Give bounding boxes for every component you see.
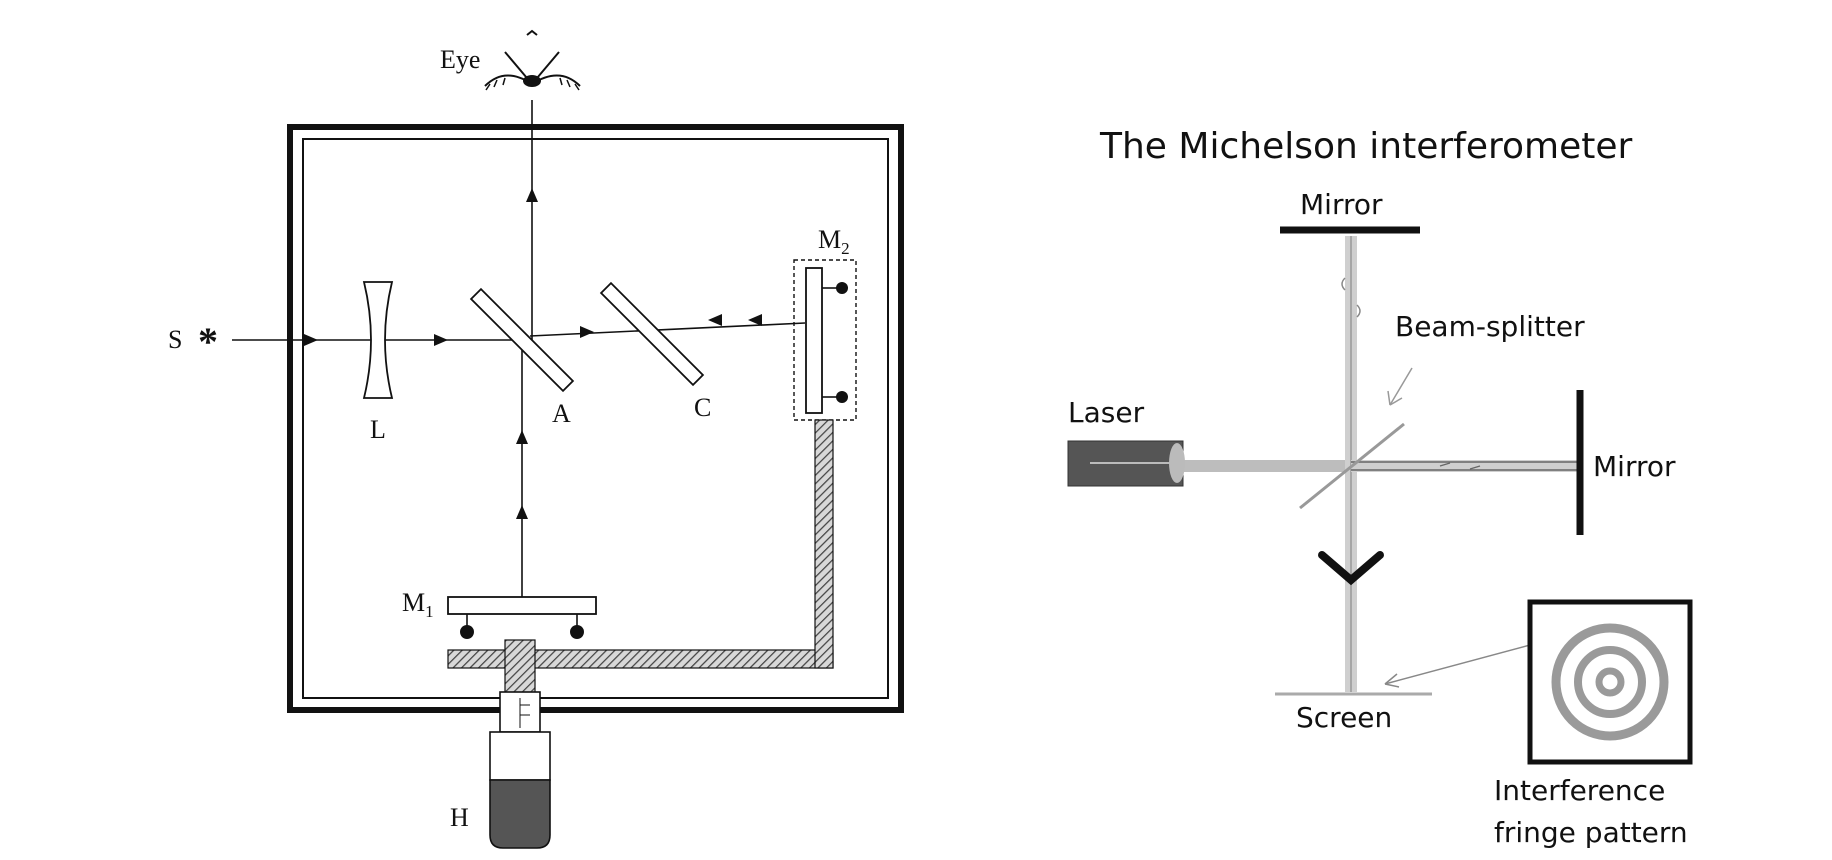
fringe-pointer-line [1384,644,1531,685]
compensator-plate-C [599,281,705,387]
laser-aperture [1169,443,1185,483]
screen-label: Screen [1296,701,1392,734]
mirror-m2-screw-bottom [836,391,848,403]
beam-splitter-label: Beam-splitter [1395,310,1585,343]
mirror-m2 [805,267,823,414]
left-interferometer-diagram: Eye S * L A C [168,29,904,849]
screw-carriage [504,639,536,696]
fringe-ring-middle [1574,646,1646,718]
eye-label: Eye [440,45,480,74]
horizontal-beam-right [529,322,806,337]
arrow-right-3 [580,326,594,338]
mirror-m1-screw-right [570,625,584,639]
mirror-m1 [447,596,597,615]
arrow-left-2 [748,314,762,326]
micrometer-thimble [489,731,551,781]
arrow-right-2 [434,334,448,346]
source-label: S [168,325,182,354]
beam-to-right-mirror [1351,460,1579,472]
enclosure-inner [302,138,889,699]
arrow-right-1 [304,334,318,346]
mirror-m2-screw-top [836,282,848,294]
top-mirror-label: Mirror [1300,188,1383,221]
handle-label: H [450,803,469,832]
beam-splitter-mirror [1299,422,1405,510]
arrow-up-3 [516,505,528,519]
beam-splitter-plate-A [469,287,575,393]
right-mirror-label: Mirror [1593,450,1676,483]
fringe-ring-inner [1595,667,1625,697]
enclosure-outer [287,124,904,713]
laser-beam-horizontal [1183,460,1345,472]
fringe-ring-outer [1551,623,1669,741]
splitter-label: A [552,399,571,428]
right-diagram-title: The Michelson interferometer [1099,126,1632,167]
mirror-m1-screw-left [460,625,474,639]
eye-icon [484,29,581,91]
arrow-up-2 [516,430,528,444]
support-rail-vertical [814,419,834,669]
source-star-icon: * [198,319,218,364]
arrow-up-1 [526,188,538,202]
laser-label: Laser [1068,396,1145,429]
right-interferometer-diagram: The Michelson interferometer Mirror Beam… [1067,126,1693,849]
mirror-m1-label: M1 [402,588,434,621]
handle-knob [489,779,551,849]
beam-splitter-pointer [1389,367,1413,406]
fringe-label-line2: fringe pattern [1494,816,1688,849]
compensator-label: C [694,393,711,422]
chevron-down-icon [1318,551,1384,586]
fringe-label-line1: Interference [1494,774,1665,807]
arrow-left-1 [708,314,722,326]
mirror-m2-label: M2 [818,225,850,258]
lens-label: L [370,415,386,444]
lens-element [362,281,394,399]
